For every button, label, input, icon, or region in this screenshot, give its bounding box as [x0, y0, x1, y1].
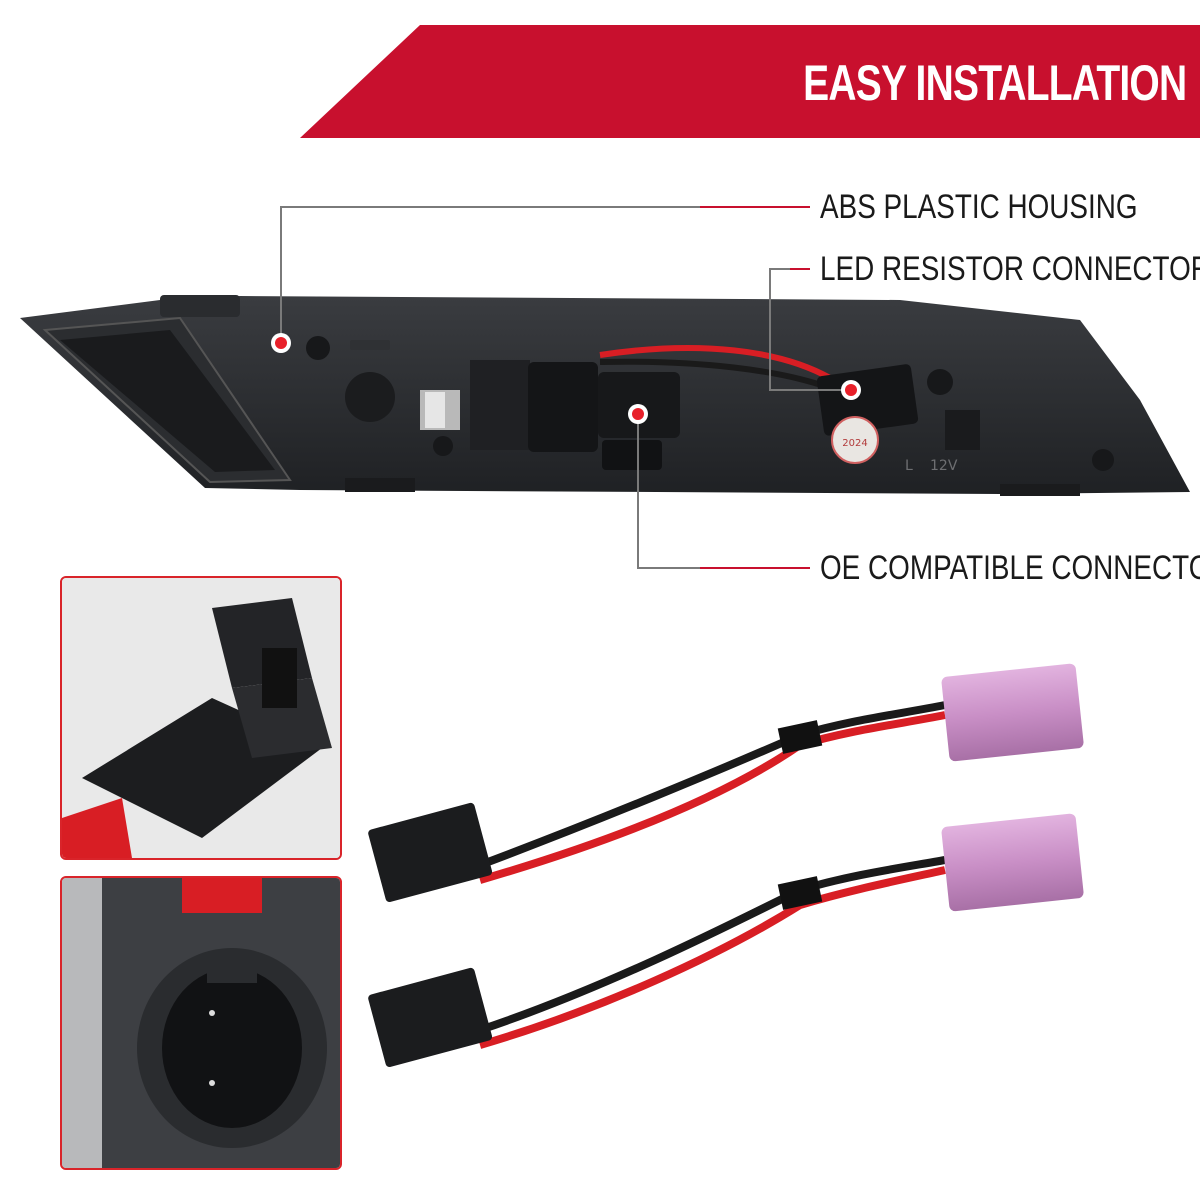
- inset-resistor-connector: [60, 576, 342, 860]
- inset-resistor-connector-image: [62, 578, 340, 858]
- inset-oe-connector: [60, 876, 342, 1170]
- housing: 2024 12V L: [20, 295, 1190, 496]
- banner-background: [300, 25, 1200, 138]
- callout-oe-connector: OE COMPATIBLE CONNECTOR: [820, 549, 1200, 587]
- resistor-harness-2: [368, 813, 1084, 1068]
- banner-title: EASY INSTALLATION: [802, 55, 1187, 111]
- date-stamp-text: 2024: [842, 438, 867, 449]
- callout-markers: [271, 333, 861, 424]
- inset-oe-connector-image: [62, 878, 340, 1168]
- voltage-mark: 12V: [930, 458, 958, 474]
- callout-led-resistor: LED RESISTOR CONNECTOR: [820, 250, 1200, 288]
- callout-lines-red: [700, 206, 810, 569]
- side-mark: L: [905, 458, 913, 474]
- resistor-harness-1: [368, 663, 1084, 903]
- callout-abs-housing: ABS PLASTIC HOUSING: [820, 188, 1138, 226]
